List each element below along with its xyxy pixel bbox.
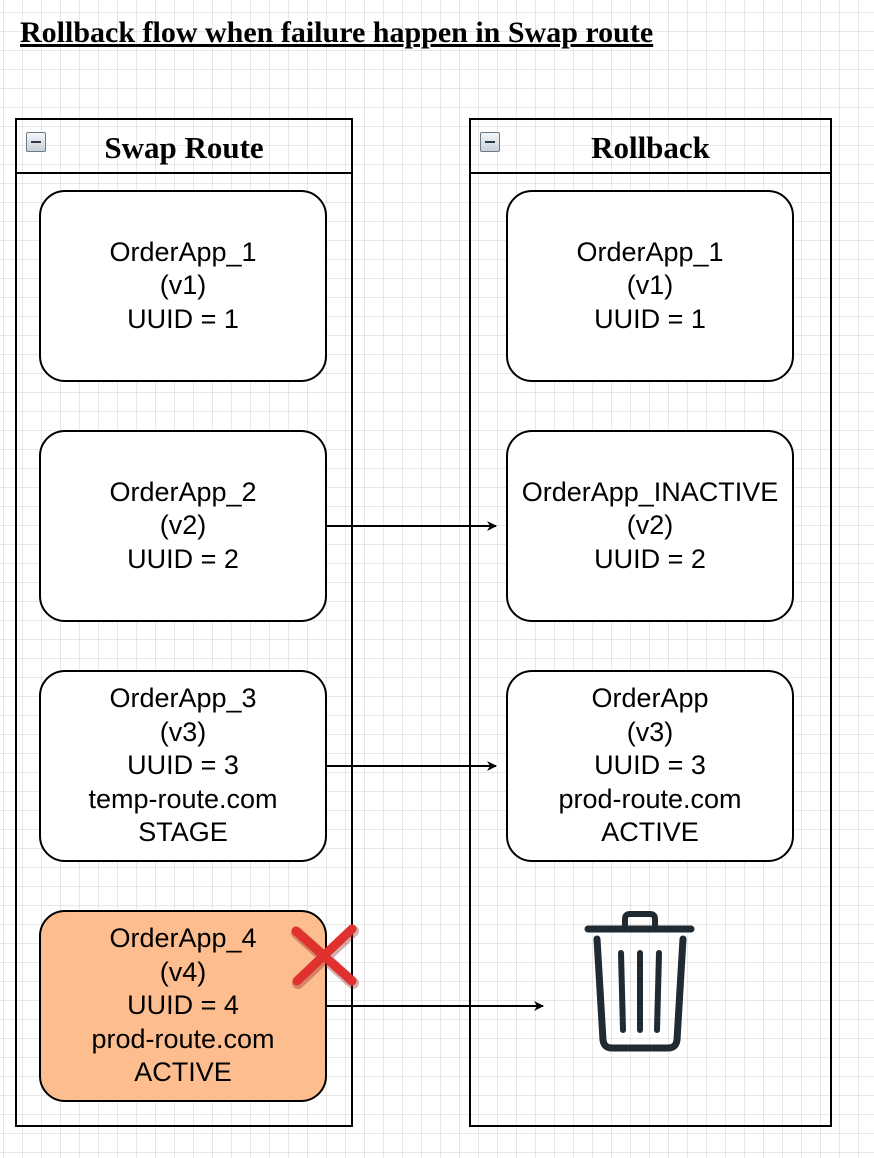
page-title: Rollback flow when failure happen in Swa…: [20, 16, 654, 49]
swap-route-lane-title: Swap Route: [104, 130, 264, 165]
box-version: (v3): [626, 716, 674, 747]
swap-orderapp-1-box[interactable]: OrderApp_1 (v1) UUID = 1: [39, 190, 327, 382]
box-label: OrderApp_2: [109, 476, 257, 507]
collapse-icon[interactable]: [26, 132, 46, 152]
box-route: prod-route.com: [91, 1023, 275, 1054]
box-status: STAGE: [138, 817, 228, 848]
rollback-orderapp-inactive-box[interactable]: OrderApp_INACTIVE (v2) UUID = 2: [506, 430, 794, 622]
box-label: OrderApp_3: [109, 683, 257, 714]
box-version: (v1): [626, 270, 674, 301]
red-x-icon: [291, 924, 359, 989]
rollback-orderapp-box[interactable]: OrderApp (v3) UUID = 3 prod-route.com AC…: [506, 670, 794, 862]
box-status: ACTIVE: [134, 1057, 232, 1088]
box-uuid: UUID = 2: [594, 543, 706, 574]
box-version: (v1): [159, 270, 207, 301]
box-uuid: UUID = 3: [594, 750, 706, 781]
box-status: ACTIVE: [601, 817, 699, 848]
rollback-orderapp-1-box[interactable]: OrderApp_1 (v1) UUID = 1: [506, 190, 794, 382]
swap-route-lane: Swap Route: [15, 118, 353, 1127]
box-route: temp-route.com: [88, 783, 278, 814]
rollback-lane: Rollback: [469, 118, 832, 1127]
swap-route-lane-header: Swap Route: [17, 120, 351, 174]
box-uuid: UUID = 3: [127, 750, 239, 781]
box-route: prod-route.com: [558, 783, 742, 814]
rollback-lane-header: Rollback: [471, 120, 830, 174]
box-version: (v2): [159, 510, 207, 541]
box-label: OrderApp: [591, 683, 709, 714]
swap-orderapp-4-box[interactable]: OrderApp_4 (v4) UUID = 4 prod-route.com …: [39, 910, 327, 1102]
box-uuid: UUID = 1: [594, 303, 706, 334]
box-label: OrderApp_INACTIVE: [521, 476, 779, 507]
box-uuid: UUID = 4: [127, 990, 239, 1021]
box-label: OrderApp_1: [109, 236, 257, 267]
box-label: OrderApp_1: [576, 236, 724, 267]
box-uuid: UUID = 2: [127, 543, 239, 574]
trash-can-icon: [584, 911, 695, 1052]
box-label: OrderApp_4: [109, 923, 257, 954]
box-version: (v2): [626, 510, 674, 541]
swap-orderapp-3-box[interactable]: OrderApp_3 (v3) UUID = 3 temp-route.com …: [39, 670, 327, 862]
box-uuid: UUID = 1: [127, 303, 239, 334]
swap-orderapp-2-box[interactable]: OrderApp_2 (v2) UUID = 2: [39, 430, 327, 622]
box-version: (v3): [159, 716, 207, 747]
box-version: (v4): [159, 956, 207, 987]
rollback-lane-title: Rollback: [591, 130, 710, 165]
collapse-icon[interactable]: [480, 132, 500, 152]
